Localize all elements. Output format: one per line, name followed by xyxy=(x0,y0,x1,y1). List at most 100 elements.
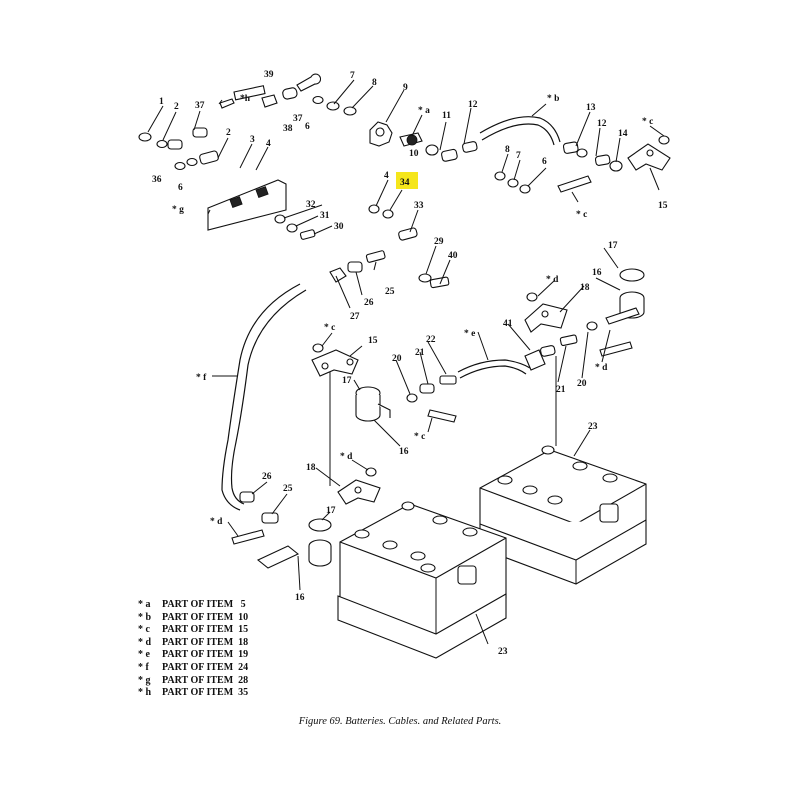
legend-key: * f xyxy=(138,661,149,673)
callout-c-left: * c xyxy=(324,323,335,333)
legend-row: * c PART OF ITEM 15 xyxy=(138,624,298,637)
callout-15-mid: 15 xyxy=(368,336,378,346)
callout-16-mid: 16 xyxy=(399,447,409,457)
callout-17-low: 17 xyxy=(326,506,336,516)
callout-10: 10 xyxy=(409,149,419,159)
legend-row: * g PART OF ITEM 28 xyxy=(138,675,298,688)
callout-8: 8 xyxy=(372,78,377,88)
callout-18-right: 18 xyxy=(580,283,590,293)
callout-41: 41 xyxy=(503,319,513,329)
legend-key: * c xyxy=(138,624,150,636)
legend-text: PART OF ITEM 28 xyxy=(162,674,249,686)
legend-text: PART OF ITEM 19 xyxy=(162,649,249,661)
callout-37-right: 37 xyxy=(293,114,303,124)
legend-text: PART OF ITEM 24 xyxy=(162,661,249,673)
callout-d-right-low: * d xyxy=(595,363,608,373)
right-bracket-and-terminal xyxy=(524,268,645,333)
battery-rear xyxy=(479,445,647,585)
figure-caption: Figure 69. Batteries. Cables. and Relate… xyxy=(0,716,800,727)
callout-d-low: * d xyxy=(210,517,223,527)
callout-4-mid: 4 xyxy=(384,171,389,181)
callout-23-top: 23 xyxy=(588,422,598,432)
highlight-item-34 xyxy=(396,172,418,189)
callout-29: 29 xyxy=(434,237,444,247)
callout-4-top: 4 xyxy=(266,139,271,149)
callout-d-mid: * d xyxy=(340,452,353,462)
legend-text: PART OF ITEM 35 xyxy=(162,687,249,699)
callout-14: 14 xyxy=(618,129,628,139)
callout-37-top: 37 xyxy=(195,101,205,111)
callout-2-mid: 2 xyxy=(226,128,231,138)
callout-21-mid: 21 xyxy=(415,348,425,358)
callout-11: 11 xyxy=(442,111,451,121)
callout-25-low: 25 xyxy=(283,484,293,494)
callout-26-low: 26 xyxy=(262,472,272,482)
top-hardware-row xyxy=(138,73,671,194)
legend-key: * b xyxy=(138,611,152,623)
callout-7-mid: 7 xyxy=(516,151,521,161)
callout-25-top: 25 xyxy=(385,287,395,297)
callout-26-top: 26 xyxy=(364,298,374,308)
legend-key: * a xyxy=(138,599,151,610)
callout-17-mid: 17 xyxy=(342,376,352,386)
legend-key: * e xyxy=(138,649,150,661)
cable-f xyxy=(221,283,307,545)
legend-text: PART OF ITEM 15 xyxy=(162,624,249,636)
callout-15-top: 15 xyxy=(658,201,668,211)
callout-c-low: * c xyxy=(414,432,425,442)
legend-row: * e PART OF ITEM 19 xyxy=(138,649,298,662)
legend-key: * d xyxy=(138,636,152,648)
callout-e: * e xyxy=(464,329,475,339)
callout-8-mid: 8 xyxy=(505,145,510,155)
callout-6-left: 6 xyxy=(178,183,183,193)
lower-bracket-and-terminal xyxy=(256,467,381,569)
callout-36: 36 xyxy=(152,175,162,185)
legend-text: PART OF ITEM 18 xyxy=(162,636,249,648)
middle-bracket-and-cable-e xyxy=(311,321,633,423)
callout-32: 32 xyxy=(306,200,316,210)
callout-20-mid: 20 xyxy=(392,354,402,364)
legend-row: * b PART OF ITEM 10 xyxy=(138,612,298,625)
callout-21-right: 21 xyxy=(556,385,566,395)
callout-g: * g xyxy=(172,205,184,215)
callout-17-right: 17 xyxy=(608,241,618,251)
callout-h: *h xyxy=(240,94,251,104)
legend-row: * d PART OF ITEM 18 xyxy=(138,637,298,650)
callout-6-top: 6 xyxy=(305,122,310,132)
callout-30: 30 xyxy=(334,222,344,232)
cable-lug-row xyxy=(329,250,450,289)
callout-40: 40 xyxy=(448,251,458,261)
callout-16-right: 16 xyxy=(592,268,602,278)
callout-22: 22 xyxy=(426,335,436,345)
callout-16-low: 16 xyxy=(295,593,305,603)
callout-c-top: * c xyxy=(642,117,653,127)
legend-text: PART OF ITEM 10 xyxy=(162,611,249,623)
callout-18-left: 18 xyxy=(306,463,316,473)
figure-caption-text: Figure 69. Batteries. Cables. and Relate… xyxy=(298,716,502,727)
callout-b: * b xyxy=(547,94,559,104)
callout-1: 1 xyxy=(159,97,164,107)
callout-c-mid: * c xyxy=(576,210,587,220)
callout-12-top: 12 xyxy=(468,100,478,110)
callout-labels: 39 7 8 9 * a *h 37 37 38 6 1 2 36 2 3 4 … xyxy=(152,70,668,657)
legend-key: * g xyxy=(138,674,151,686)
callout-20-right: 20 xyxy=(577,379,587,389)
callout-39: 39 xyxy=(264,70,274,80)
callout-3: 3 xyxy=(250,135,255,145)
callout-12-right: 12 xyxy=(597,119,607,129)
callout-38: 38 xyxy=(283,124,293,134)
callout-33: 33 xyxy=(414,201,424,211)
callout-27: 27 xyxy=(350,312,360,322)
callout-13: 13 xyxy=(586,103,596,113)
callout-f: * f xyxy=(196,373,207,383)
legend-row: * f PART OF ITEM 24 xyxy=(138,662,298,675)
callout-d-right: * d xyxy=(546,275,559,285)
callout-6-mid: 6 xyxy=(542,157,547,167)
callout-9: 9 xyxy=(403,83,408,93)
battery-front xyxy=(337,501,507,659)
terminal-plate-g xyxy=(207,179,418,241)
